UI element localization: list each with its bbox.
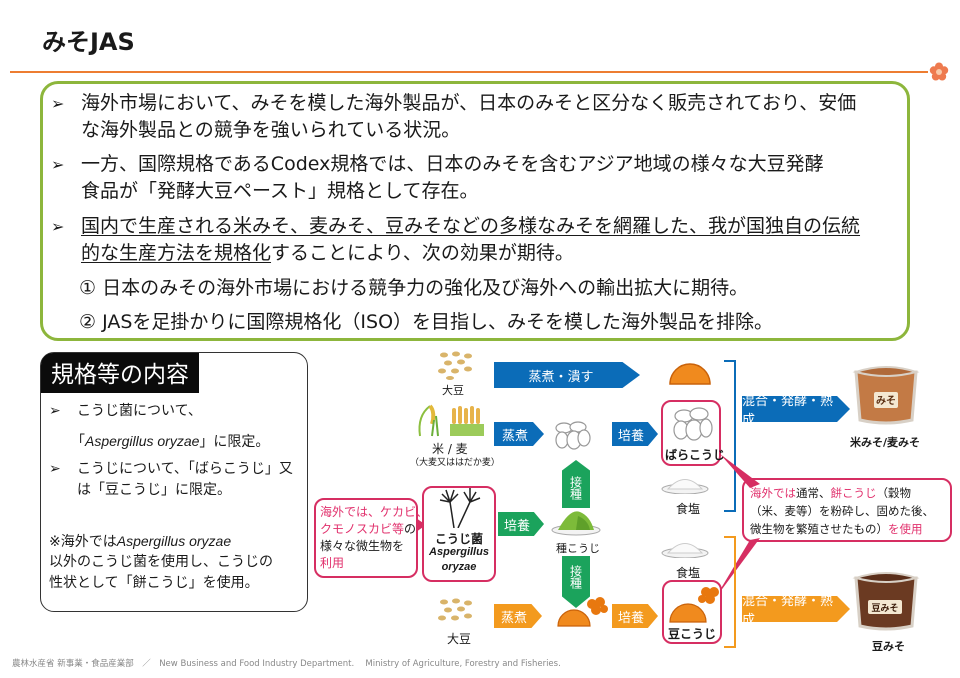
blue-bracket [724, 360, 736, 512]
bara-koji-label: ばらこうじ [665, 448, 726, 462]
bean-miso-tub-icon: 豆みそ [850, 566, 922, 636]
salt-label-1: 食塩 [676, 502, 701, 516]
spec-panel: ➢こうじ菌について、 「Aspergillus oryzae」に限定。 ➢こうじ… [40, 352, 308, 612]
salt-plate-icon-2 [660, 536, 710, 562]
effect-2: ② JASを足掛かりに国際規格化（ISO）を目指し、みそを模した海外製品を排除。 [79, 311, 774, 333]
arrow-bullet-icon: ➢ [51, 217, 65, 236]
title-divider [10, 71, 928, 73]
spec-note-1: ※海外ではAspergillus oryzae [49, 533, 232, 550]
effect-1: ① 日本のみその海外市場における競争力の強化及び海外への輸出拡大に期待。 [79, 277, 749, 299]
mame-koji-icon [664, 584, 722, 628]
overseas-mochi-koji-callout: 海外では通常、餅こうじ（穀物 （米、麦等）を粉砕し、固めた後、 微生物を繁殖させ… [742, 478, 952, 542]
culture-mold-arrow: 培養 [498, 512, 544, 536]
summary-panel: ➢海外市場において、みそを模した海外製品が、日本のみそと区分なく販売されており、… [40, 81, 910, 341]
spec-note-3: 性状として「餅こうじ」を使用。 [49, 575, 259, 591]
spec-title: 規格等の内容 [41, 353, 199, 393]
callout-pointer [416, 518, 426, 532]
steam-crush-arrow: 蒸煮・潰す [494, 362, 640, 388]
mix-ferment-arrow-bottom: 混合・発酵・熟成 [742, 596, 850, 622]
soybean-label-2: 大豆 [447, 632, 472, 646]
rice-miso-tub-icon: みそ [850, 360, 922, 430]
koji-mold-box [422, 486, 496, 582]
steamed-rice-icon [552, 418, 592, 456]
soybean-label: 大豆 [442, 384, 464, 397]
summary-bullet-1: ➢海外市場において、みそを模した海外製品が、日本のみそと区分なく販売されており、… [51, 92, 857, 114]
svg-text:みそ: みそ [876, 395, 896, 407]
spec-item-2: ➢こうじについて、「ばらこうじ」又 [49, 461, 293, 477]
spec-item-2-cont: は「豆こうじ」に限定。 [77, 482, 231, 498]
bean-miso-label: 豆みそ [872, 640, 905, 653]
steam-bean-arrow: 蒸煮 [494, 604, 542, 628]
summary-bullet-1-cont: な海外製品との競争を強いられている状況。 [81, 119, 461, 141]
inoculate-down-arrow: 接種 [562, 556, 590, 608]
mame-koji-label: 豆こうじ [667, 627, 716, 641]
inoculate-up-arrow: 接種 [562, 460, 590, 508]
soybeans-icon-2 [436, 598, 476, 630]
arrow-bullet-icon: ➢ [51, 94, 65, 113]
rice-wheat-sublabel: （大麦又ははだか麦） [410, 458, 500, 468]
koji-mold-label: こうじ菌 [434, 532, 483, 546]
page-title: みそJAS [42, 28, 135, 56]
crushed-soybean-icon [668, 362, 712, 390]
seed-koji-label: 種こうじ [556, 542, 600, 555]
orange-bracket [724, 536, 736, 648]
overseas-microbes-callout: 海外では、ケカビ、 クモノスカビ等の 様々な微生物を 利用 [314, 498, 428, 578]
arrow-bullet-icon: ➢ [51, 155, 65, 174]
soybeans-icon [436, 350, 476, 384]
footer-text: 農林水産省 新事業・食品産業部 ／ New Business and Food … [12, 659, 561, 669]
summary-bullet-2: ➢一方、国際規格であるCodex規格では、日本のみそを含むアジア地域の様々な大豆… [51, 153, 824, 175]
steamed-bean-icon [556, 592, 610, 632]
culture-rice-arrow: 培養 [612, 422, 658, 446]
summary-bullet-3-cont: 的な生産方法を規格化することにより、次の効果が期待。 [81, 242, 574, 264]
summary-bullet-3: ➢国内で生産される米みそ、麦みそ、豆みそなどの多様なみそを網羅した、我が国独自の… [51, 215, 861, 237]
culture-bean-arrow: 培養 [612, 604, 658, 628]
koji-mold-sci-1: Aspergillus [429, 546, 489, 558]
koji-mold-icon [436, 488, 482, 532]
svg-text:豆みそ: 豆みそ [871, 603, 898, 614]
steam-rice-arrow: 蒸煮 [494, 422, 544, 446]
salt-label-2: 食塩 [676, 566, 701, 580]
rice-miso-label: 米みそ/麦みそ [850, 436, 921, 449]
callout-pointer-lines [714, 454, 760, 600]
spec-item-1: ➢こうじ菌について、 [49, 403, 202, 419]
plum-blossom-icon [929, 62, 949, 82]
koji-mold-sci-2: oryzae [441, 561, 477, 573]
summary-bullet-2-cont: 食品が「発酵大豆ペースト」規格として存在。 [81, 180, 479, 202]
salt-plate-icon [660, 472, 710, 498]
rice-wheat-label: 米 / 麦 [432, 442, 468, 456]
mix-ferment-arrow-top: 混合・発酵・熟成 [742, 396, 850, 422]
bara-koji-icon [670, 404, 714, 446]
spec-note-2: 以外のこうじ菌を使用し、こうじの [49, 554, 273, 570]
spec-item-1-cont: 「Aspergillus oryzae」に限定。 [71, 433, 270, 450]
seed-koji-icon [550, 506, 602, 540]
rice-wheat-icon [412, 402, 492, 442]
